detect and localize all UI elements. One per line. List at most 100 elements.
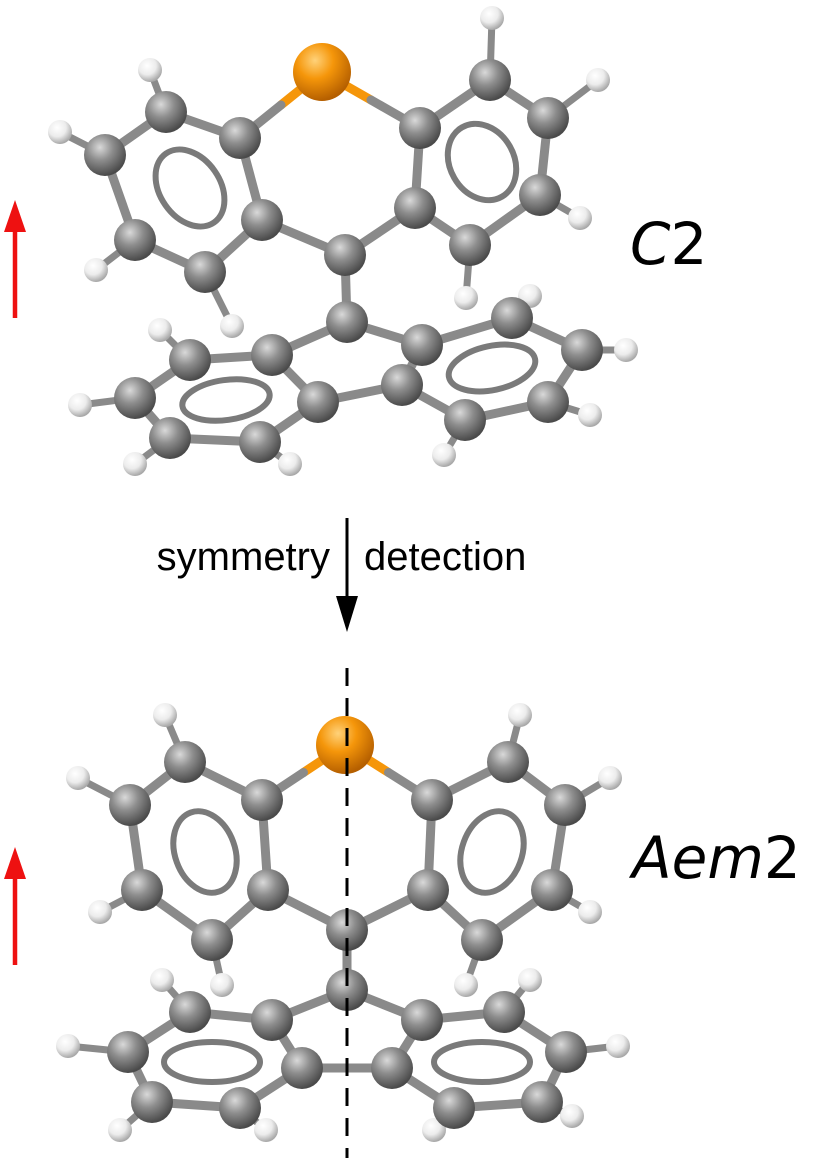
hydrogen-atom [123,452,147,476]
carbon-atom [281,1047,323,1089]
process-label-right: detection [364,535,526,579]
carbon-atom [297,381,339,423]
carbon-atom [241,779,283,821]
hydrogen-atom [254,1118,278,1142]
aromatic-ring [445,341,539,395]
carbon-atom [239,421,281,463]
hydrogen-atom [606,1034,630,1058]
aromatic-ring [431,1039,533,1085]
carbon-atom [131,1081,173,1123]
carbon-atom [169,339,211,381]
hydrogen-atom [518,968,542,992]
carbon-atom [527,381,569,423]
sulfur-atom [293,43,351,101]
hydrogen-atom [422,1118,446,1142]
carbon-atom [411,779,453,821]
point-group-label-top: C2 [630,210,707,278]
carbon-atom [521,1081,563,1123]
hydrogen-atom [586,68,610,92]
carbon-atom [107,1031,149,1073]
atom-layer [48,6,638,476]
carbon-atom [519,174,561,216]
carbon-atom [401,999,443,1041]
hydrogen-atom [68,393,92,417]
carbon-atom [219,117,261,159]
carbon-atom [491,297,533,339]
hydrogen-atom [210,973,234,997]
hydrogen-atom [220,314,244,338]
carbon-atom [545,1031,587,1073]
molecule-aem2 [56,703,630,1142]
hydrogen-atom [480,6,504,30]
carbon-atom [561,329,603,371]
hydrogen-atom [84,258,108,282]
carbon-atom [145,91,187,133]
aromatic-ring [179,376,273,424]
hydrogen-atom [148,318,172,342]
carbon-atom [401,324,443,366]
hydrogen-atom [138,58,162,82]
hydrogen-atom [88,900,112,924]
hydrogen-atom [578,403,602,427]
hydrogen-atom [56,1034,80,1058]
carbon-atom [241,199,283,241]
carbon-atom [371,1047,413,1089]
hydrogen-atom [578,900,602,924]
carbon-atom [324,234,366,276]
carbon-atom [114,219,156,261]
hydrogen-atom [48,120,72,144]
point-group-label-bottom: Aem2 [628,824,801,892]
carbon-atom [164,741,206,783]
hydrogen-atom [568,206,592,230]
carbon-atom [394,187,436,229]
hydrogen-atom [150,968,174,992]
carbon-atom [169,991,211,1033]
aromatic-ring-layer [161,808,533,1085]
carbon-atom [191,919,233,961]
carbon-atom [483,991,525,1033]
aromatic-ring [444,120,520,204]
aromatic-ring [457,808,527,896]
molecule-c2 [48,6,638,476]
carbon-atom [84,134,126,176]
carbon-atom [381,364,423,406]
carbon-atom [544,784,586,826]
hydrogen-atom [108,1118,132,1142]
carbon-atom [251,999,293,1041]
process-label-left: symmetry [157,535,330,579]
carbon-atom [444,399,486,441]
aromatic-ring [152,146,228,230]
carbon-atom [251,334,293,376]
carbon-atom [461,919,503,961]
carbon-atom [219,1087,261,1129]
hydrogen-atom [598,766,622,790]
orientation-arrow-top [4,200,26,318]
carbon-atom [487,741,529,783]
carbon-atom [527,97,569,139]
carbon-atom [247,869,289,911]
carbon-atom [433,1087,475,1129]
carbon-atom [407,869,449,911]
carbon-atom [149,417,191,459]
symmetry-detection-arrow [336,518,358,632]
carbon-atom [531,869,573,911]
carbon-atom [326,909,368,951]
hydrogen-atom [454,973,478,997]
carbon-atom [399,107,441,149]
aromatic-ring-layer [152,120,539,424]
hydrogen-atom [454,286,478,310]
aromatic-ring [161,1039,263,1085]
carbon-atom [326,301,368,343]
hydrogen-atom [153,703,177,727]
hydrogen-atom [432,443,456,467]
carbon-atom [469,59,511,101]
hydrogen-atom [614,338,638,362]
carbon-atom [326,969,368,1011]
sulfur-atom [316,716,374,774]
aromatic-ring [170,808,240,896]
carbon-atom [449,224,491,266]
hydrogen-atom [560,1104,584,1128]
orientation-arrow-bottom [4,847,26,965]
hydrogen-atom [278,452,302,476]
